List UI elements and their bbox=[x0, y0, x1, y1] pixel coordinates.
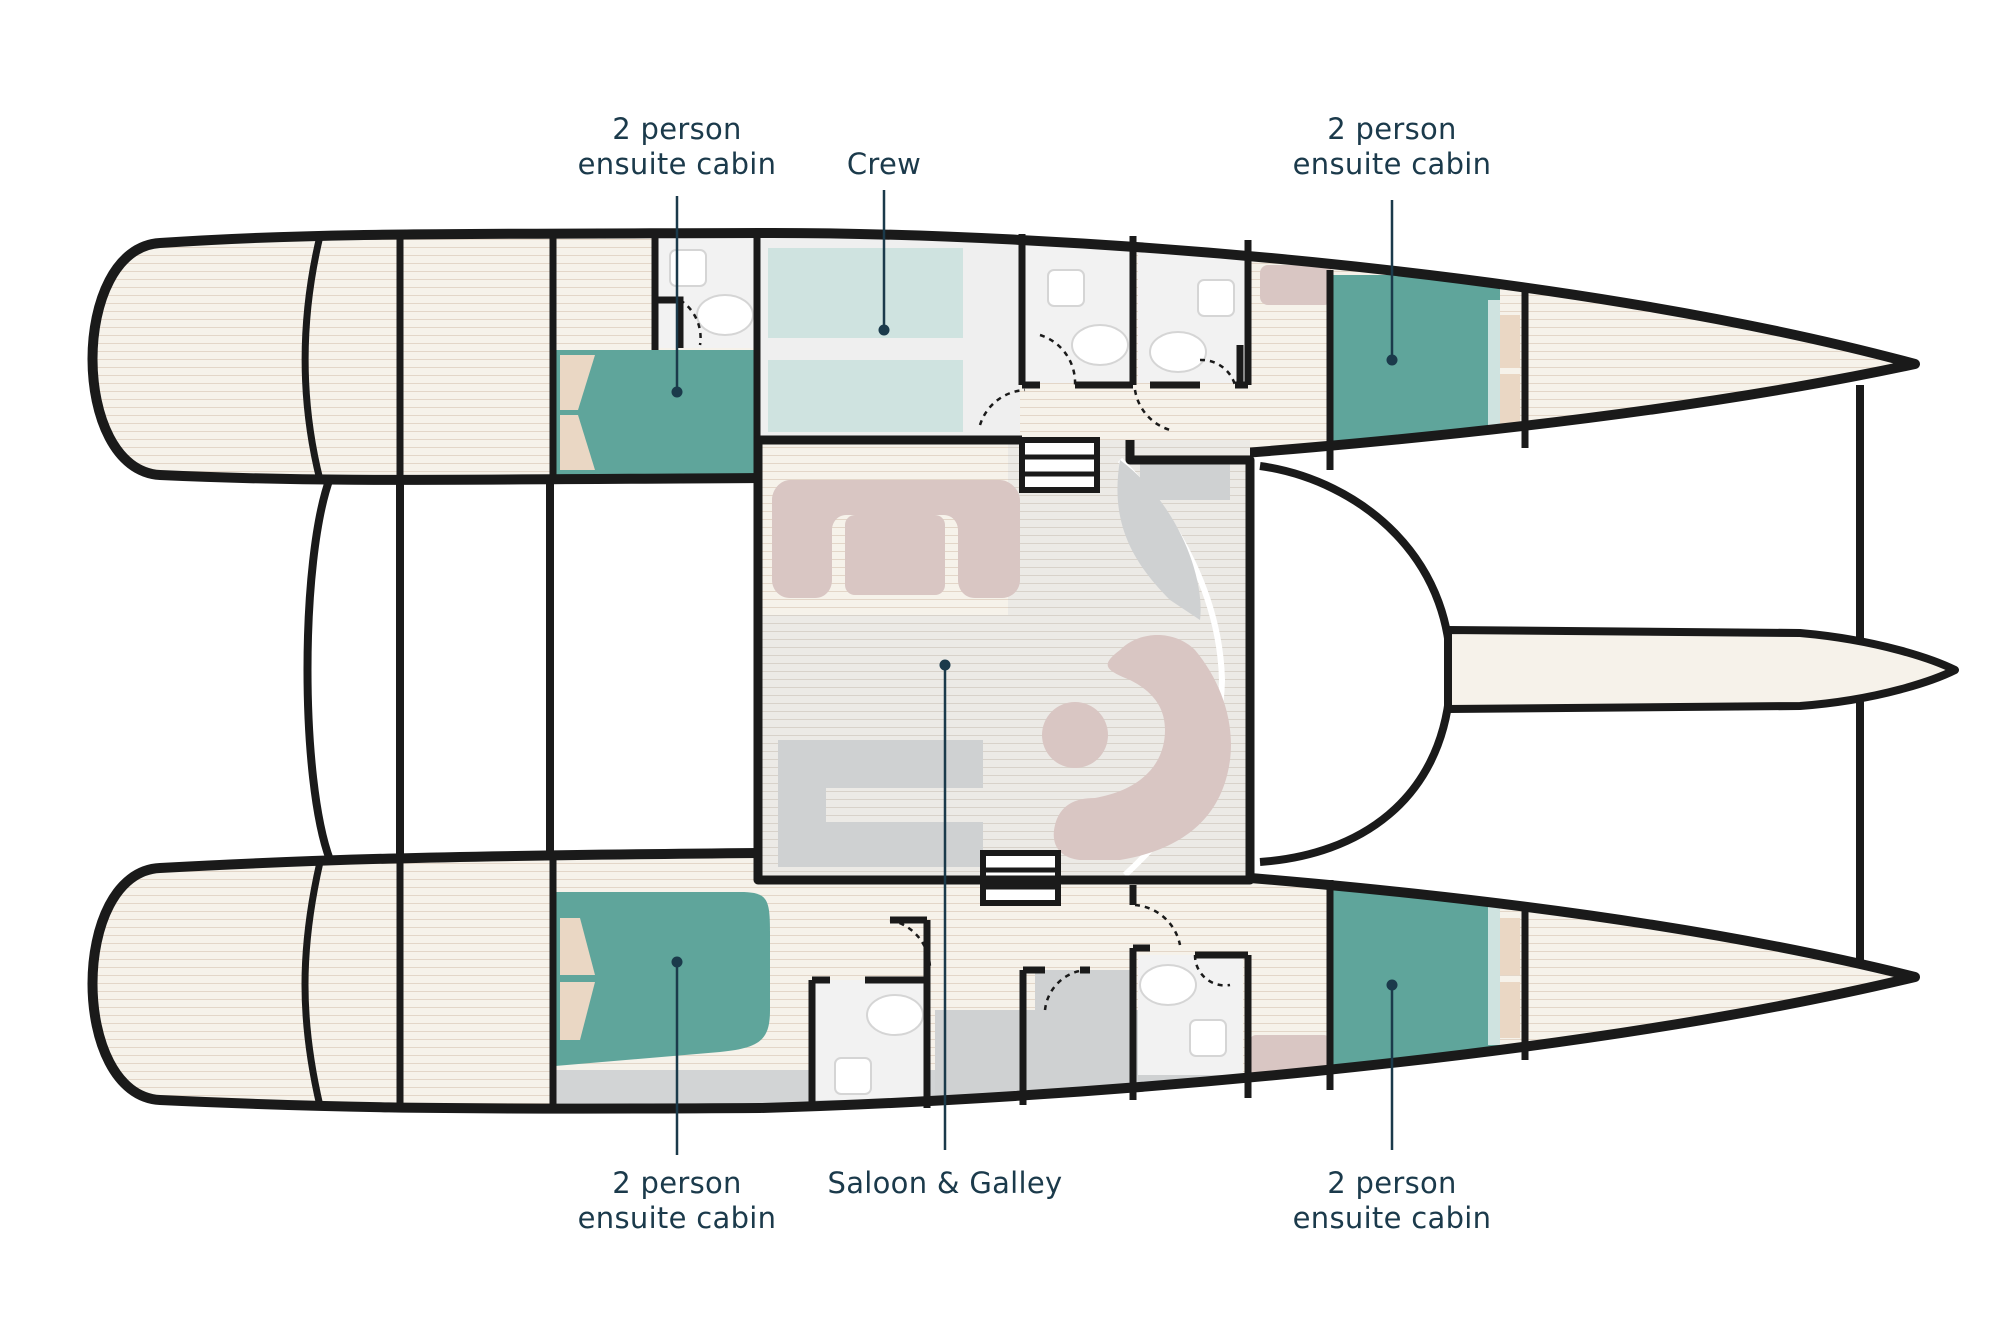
cabinet bbox=[1260, 265, 1332, 305]
headboard bbox=[1488, 905, 1500, 1045]
bottom-hull bbox=[87, 848, 1920, 1114]
bottom-hull-outline bbox=[87, 848, 1920, 1114]
pillow bbox=[1500, 374, 1520, 428]
leader-dots bbox=[671, 324, 1398, 991]
label-cabin-top-right: 2 person ensuite cabin bbox=[1293, 112, 1492, 182]
cabin-bed bbox=[555, 892, 770, 1066]
pillow bbox=[560, 918, 595, 975]
pillow bbox=[560, 982, 595, 1040]
label-line: ensuite cabin bbox=[577, 1201, 777, 1235]
door-swings bbox=[889, 903, 1231, 1011]
label-cabin-top-left: 2 person ensuite cabin bbox=[578, 112, 777, 182]
sink-icon bbox=[669, 249, 707, 287]
bottom-hull-walls bbox=[301, 856, 1529, 1110]
sink-icon bbox=[1047, 269, 1085, 307]
top-hull-outline bbox=[87, 227, 1920, 485]
crew-bunk bbox=[768, 248, 963, 338]
label-line: ensuite cabin bbox=[1292, 1201, 1492, 1235]
pillow bbox=[1500, 982, 1520, 1038]
toilet-icon bbox=[866, 994, 924, 1036]
label-cabin-bottom-right: 2 person ensuite cabin bbox=[1293, 1166, 1492, 1236]
bowsprit bbox=[1444, 626, 1959, 713]
toilet-icon bbox=[1139, 964, 1197, 1006]
saloon-galley bbox=[753, 435, 1255, 906]
lounge-table bbox=[1042, 702, 1108, 768]
label-line: Crew bbox=[846, 147, 922, 181]
pillow bbox=[560, 415, 595, 470]
pillow bbox=[560, 355, 595, 410]
label-crew: Crew bbox=[847, 147, 921, 182]
headboard bbox=[1488, 300, 1500, 435]
pillow bbox=[1500, 315, 1520, 368]
helm-console bbox=[1140, 460, 1230, 500]
top-hull-walls bbox=[301, 234, 1529, 482]
sink-icon bbox=[1189, 1019, 1227, 1057]
door-swings bbox=[679, 298, 1237, 432]
helm-console bbox=[1117, 460, 1201, 620]
galley-counter bbox=[778, 822, 983, 867]
sink-icon bbox=[834, 1057, 872, 1095]
label-line: Saloon & Galley bbox=[827, 1166, 1063, 1200]
pillow bbox=[1500, 918, 1520, 975]
toilet-icon bbox=[1071, 324, 1129, 366]
label-cabin-bottom-left: 2 person ensuite cabin bbox=[578, 1166, 777, 1236]
label-saloon-galley: Saloon & Galley bbox=[827, 1166, 1062, 1201]
galley-counter bbox=[1035, 970, 1135, 1030]
label-line: 2 person bbox=[1327, 1166, 1457, 1200]
toilet-icon bbox=[1149, 331, 1207, 373]
toilet-icon bbox=[696, 294, 754, 336]
label-line: ensuite cabin bbox=[577, 147, 777, 181]
label-line: 2 person bbox=[1327, 112, 1457, 146]
cabinet bbox=[1250, 1035, 1330, 1095]
leader-lines bbox=[675, 190, 1394, 1155]
sink-icon bbox=[1197, 279, 1235, 317]
lounge-seating bbox=[1053, 635, 1231, 860]
saloon-sofa bbox=[772, 480, 1020, 598]
label-line: 2 person bbox=[612, 1166, 742, 1200]
saloon-wall bbox=[753, 435, 1255, 885]
label-line: 2 person bbox=[612, 112, 742, 146]
crew-bunk bbox=[768, 360, 963, 432]
saloon-table bbox=[845, 515, 945, 595]
top-hull bbox=[87, 227, 1920, 485]
label-line: ensuite cabin bbox=[1292, 147, 1492, 181]
